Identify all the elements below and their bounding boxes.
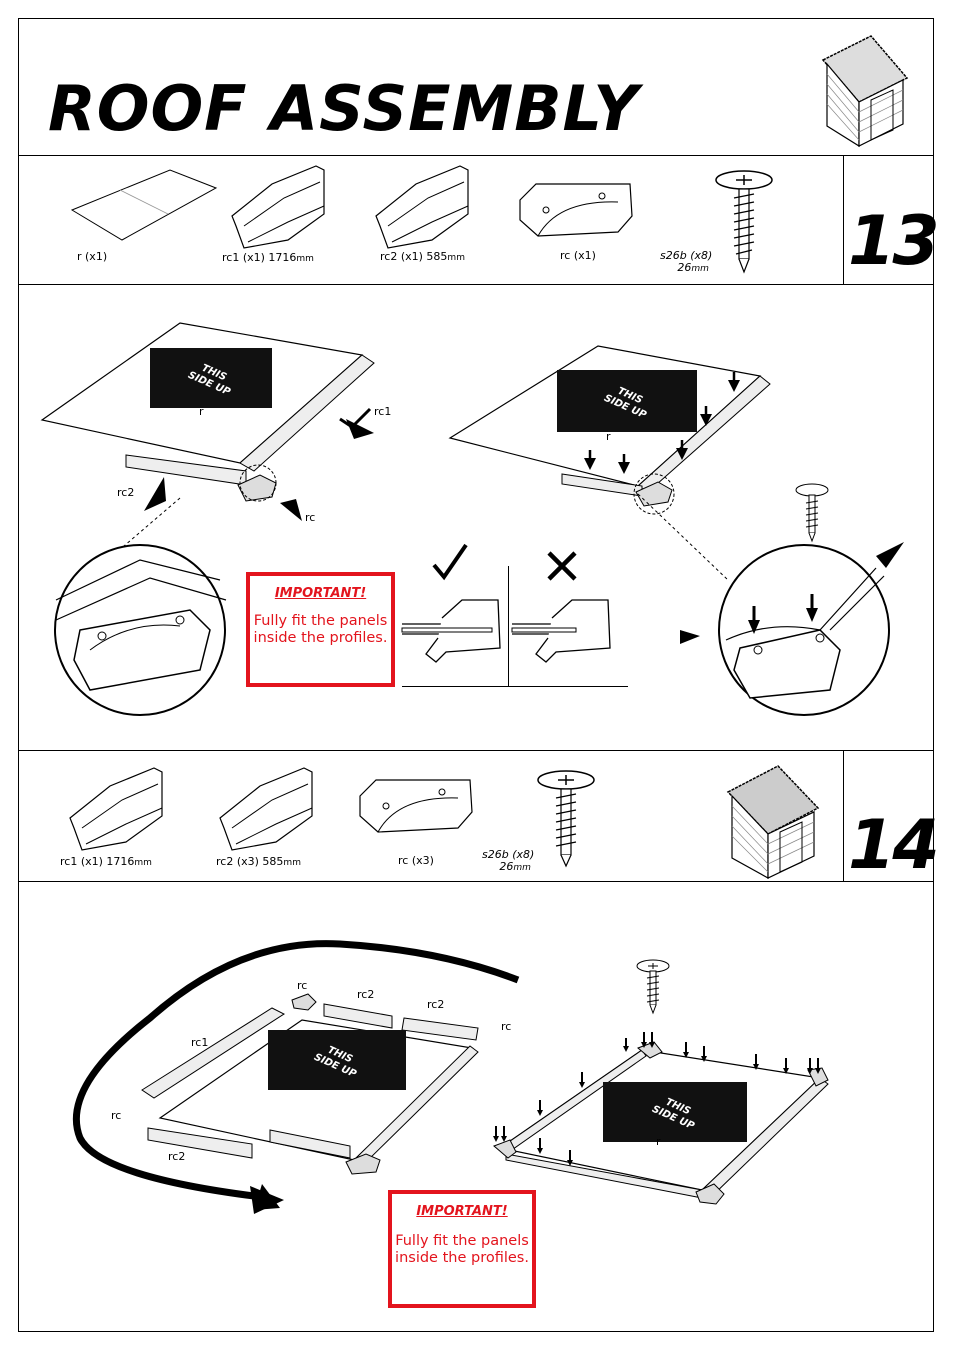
divider <box>402 686 628 687</box>
cross-icon <box>547 551 577 581</box>
profile-rc1-part-image <box>69 767 163 851</box>
shed-icon <box>726 765 820 880</box>
corner-rc-part-image <box>519 183 633 237</box>
checkmark-icon <box>432 543 468 581</box>
important-notice: IMPORTANT! Fully fit the panels inside t… <box>246 572 395 687</box>
part-label: rc1 (x1) 1716mm <box>60 855 152 868</box>
callout-label: rc <box>305 511 316 524</box>
profile-rc1-part-image <box>231 165 325 249</box>
page-title: ROOF ASSEMBLY <box>48 72 640 145</box>
rotation-arrow <box>72 940 520 1214</box>
page-frame <box>18 18 934 1332</box>
callout-label: r <box>606 430 611 443</box>
shed-icon <box>821 35 909 148</box>
important-notice: IMPORTANT! Fully fit the panels inside t… <box>388 1190 536 1308</box>
screw-icon <box>636 959 670 1015</box>
corner-rc-part-image <box>359 779 473 833</box>
callout-label: rc2 <box>168 1150 186 1163</box>
divider <box>18 750 934 751</box>
callout-label: rc <box>297 979 308 992</box>
callout-label: rc2 <box>427 998 445 1011</box>
part-label: rc2 (x3) 585mm <box>216 855 301 868</box>
zoom-detail-right <box>637 483 904 716</box>
divider <box>843 750 844 881</box>
divider <box>18 284 934 285</box>
profile-rc2-part-image <box>375 165 469 249</box>
callout-label: r <box>199 405 204 418</box>
part-label: rc2 (x1) 585mm <box>380 250 465 263</box>
step-number: 13 <box>848 202 940 281</box>
incorrect-fit-profile <box>511 599 611 663</box>
part-label: s26b (x8)26mm <box>482 848 535 874</box>
screw-icon <box>537 770 595 868</box>
profile-rc2-part-image <box>219 767 313 851</box>
step13-diagram-left <box>40 322 375 521</box>
callout-label: rc <box>501 1020 512 1033</box>
divider <box>18 881 934 882</box>
part-label: rc1 (x1) 1716mm <box>222 251 314 264</box>
part-label: rc (x1) <box>560 249 596 262</box>
divider <box>843 155 844 284</box>
part-label: r (x1) <box>77 250 108 263</box>
callout-label: rc2 <box>117 486 135 499</box>
part-label: s26b (x8)26mm <box>660 249 713 275</box>
zoom-detail-left <box>54 497 227 716</box>
callout-label: rc1 <box>191 1036 209 1049</box>
step14-exploded-diagram <box>141 993 479 1175</box>
roof-panel-part-image <box>70 169 218 241</box>
part-label: rc (x3) <box>398 854 434 867</box>
callout-label: rc <box>111 1109 122 1122</box>
callout-label: r <box>656 1135 661 1148</box>
callout-label: rc1 <box>374 405 392 418</box>
step-number: 14 <box>848 806 940 885</box>
divider <box>508 566 509 686</box>
divider <box>18 155 934 156</box>
correct-fit-profile <box>401 599 501 663</box>
screw-icon <box>715 170 773 274</box>
callout-label: rc2 <box>357 988 375 1001</box>
